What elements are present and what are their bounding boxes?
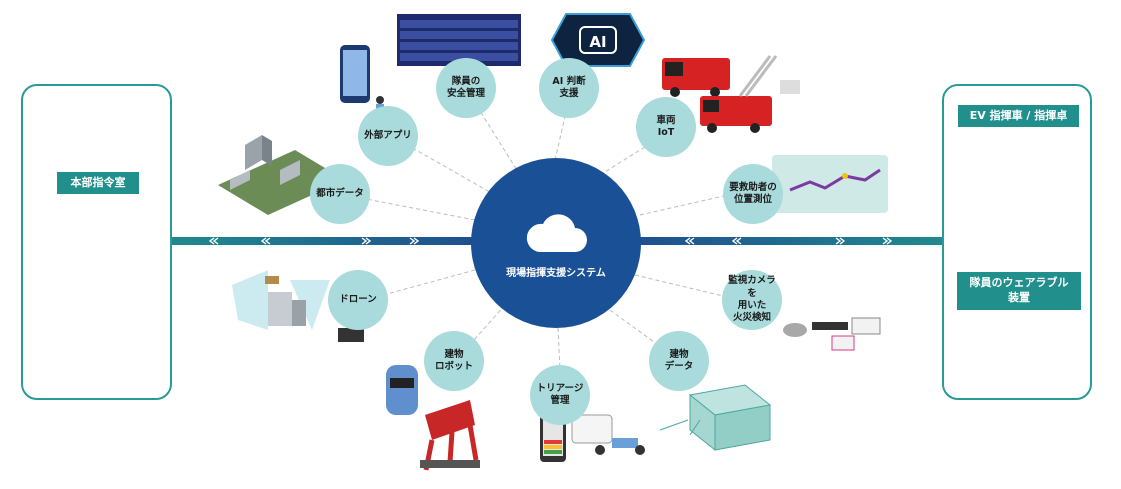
- node-vehicle-iot: 車両 IoT: [636, 97, 696, 157]
- building-robot-illustration: [386, 365, 480, 471]
- node-crew-safety-management: 隊員の 安全管理: [436, 58, 496, 118]
- ai-badge-illustration: AI: [550, 13, 646, 67]
- surveillance-camera-illustration: [783, 317, 881, 351]
- ev-command-vehicle-panel: EV 指揮車 / 指揮卓 隊員のウェアラブル 装置: [942, 84, 1092, 400]
- building-data-illustration: [659, 384, 772, 452]
- field-command-support-system-hub: 現場指揮支援システム: [471, 158, 641, 328]
- cloud-icon: [526, 214, 587, 252]
- rescue-positioning-illustration: [772, 155, 888, 213]
- safety-dashboard-illustration: [397, 14, 521, 66]
- city-data-illustration: [218, 135, 345, 215]
- right-bar-arrows: [684, 237, 893, 245]
- node-external-app: 外部アプリ: [358, 106, 418, 166]
- hq-command-room-title: 本部指令室: [57, 172, 139, 194]
- node-building-robot: 建物 ロボット: [424, 331, 484, 391]
- hub-label: 現場指揮支援システム: [506, 268, 606, 279]
- hq-command-room-panel: 本部指令室: [21, 84, 172, 400]
- fire-truck-illustration: [662, 55, 800, 133]
- left-bar-arrows: [208, 237, 420, 245]
- external-app-illustration: [340, 45, 384, 120]
- wearable-device-title: 隊員のウェアラブル 装置: [957, 272, 1081, 310]
- ev-command-vehicle-title: EV 指揮車 / 指揮卓: [958, 105, 1079, 127]
- node-building-data: 建物 データ: [649, 331, 709, 391]
- node-camera-fire-detection: 監視カメラを 用いた 火災検知: [722, 270, 782, 330]
- node-city-data: 都市データ: [310, 164, 370, 224]
- node-drone: ドローン: [328, 270, 388, 330]
- node-triage-management: トリアージ 管理: [530, 365, 590, 425]
- ai-badge-text: AI: [589, 33, 606, 51]
- left-connector-bar: [172, 237, 474, 245]
- node-ai-decision-support: AI 判断 支援: [539, 58, 599, 118]
- drone-illustration: [232, 270, 364, 342]
- node-rescue-positioning: 要救助者の 位置測位: [723, 164, 783, 224]
- right-connector-bar: [638, 237, 943, 245]
